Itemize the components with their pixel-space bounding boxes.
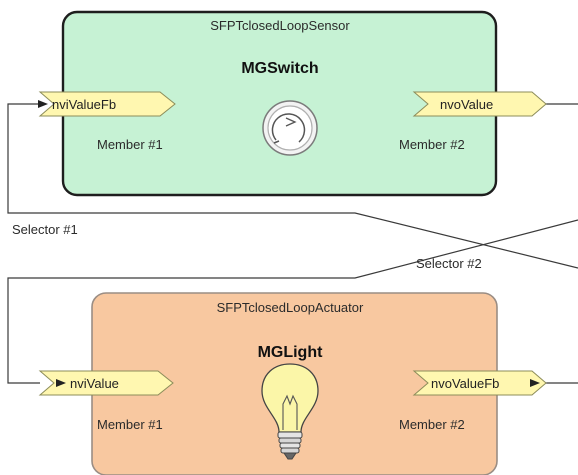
actuator-output-port[interactable]: nvoValueFb	[412, 370, 547, 396]
actuator-type-label: SFPTclosedLoopActuator	[217, 300, 364, 315]
sensor-block[interactable]: SFPTclosedLoopSensor MGSwitch nviValueFb…	[38, 10, 547, 197]
light-bulb-icon	[261, 363, 319, 460]
selector-2-connection	[7, 219, 578, 384]
actuator-input-label: nviValue	[70, 376, 119, 391]
actuator-output-member: Member #2	[399, 417, 465, 432]
input-arrow-icon	[38, 100, 48, 108]
selector-2-label: Selector #2	[416, 256, 482, 271]
sensor-output-label: nvoValue	[440, 97, 493, 112]
input-arrow-icon	[56, 379, 66, 387]
sensor-input-label: nviValueFb	[52, 97, 116, 112]
actuator-block[interactable]: SFPTclosedLoopActuator MGLight nviValue …	[38, 292, 547, 475]
actuator-block-name: MGLight	[258, 344, 324, 361]
actuator-input-port[interactable]: nviValue	[38, 370, 174, 396]
sensor-output-member: Member #2	[399, 137, 465, 152]
actuator-input-member: Member #1	[97, 417, 163, 432]
sensor-output-port[interactable]: nvoValue	[412, 91, 547, 117]
rotation-dial-icon	[262, 100, 318, 156]
sensor-block-name: MGSwitch	[241, 60, 318, 77]
actuator-output-label: nvoValueFb	[431, 376, 499, 391]
sensor-input-port[interactable]: nviValueFb	[38, 91, 176, 117]
output-arrow-icon	[530, 379, 540, 387]
selector-1-connection	[7, 103, 578, 269]
sensor-type-label: SFPTclosedLoopSensor	[210, 18, 350, 33]
sensor-input-member: Member #1	[97, 137, 163, 152]
selector-1-label: Selector #1	[12, 222, 78, 237]
